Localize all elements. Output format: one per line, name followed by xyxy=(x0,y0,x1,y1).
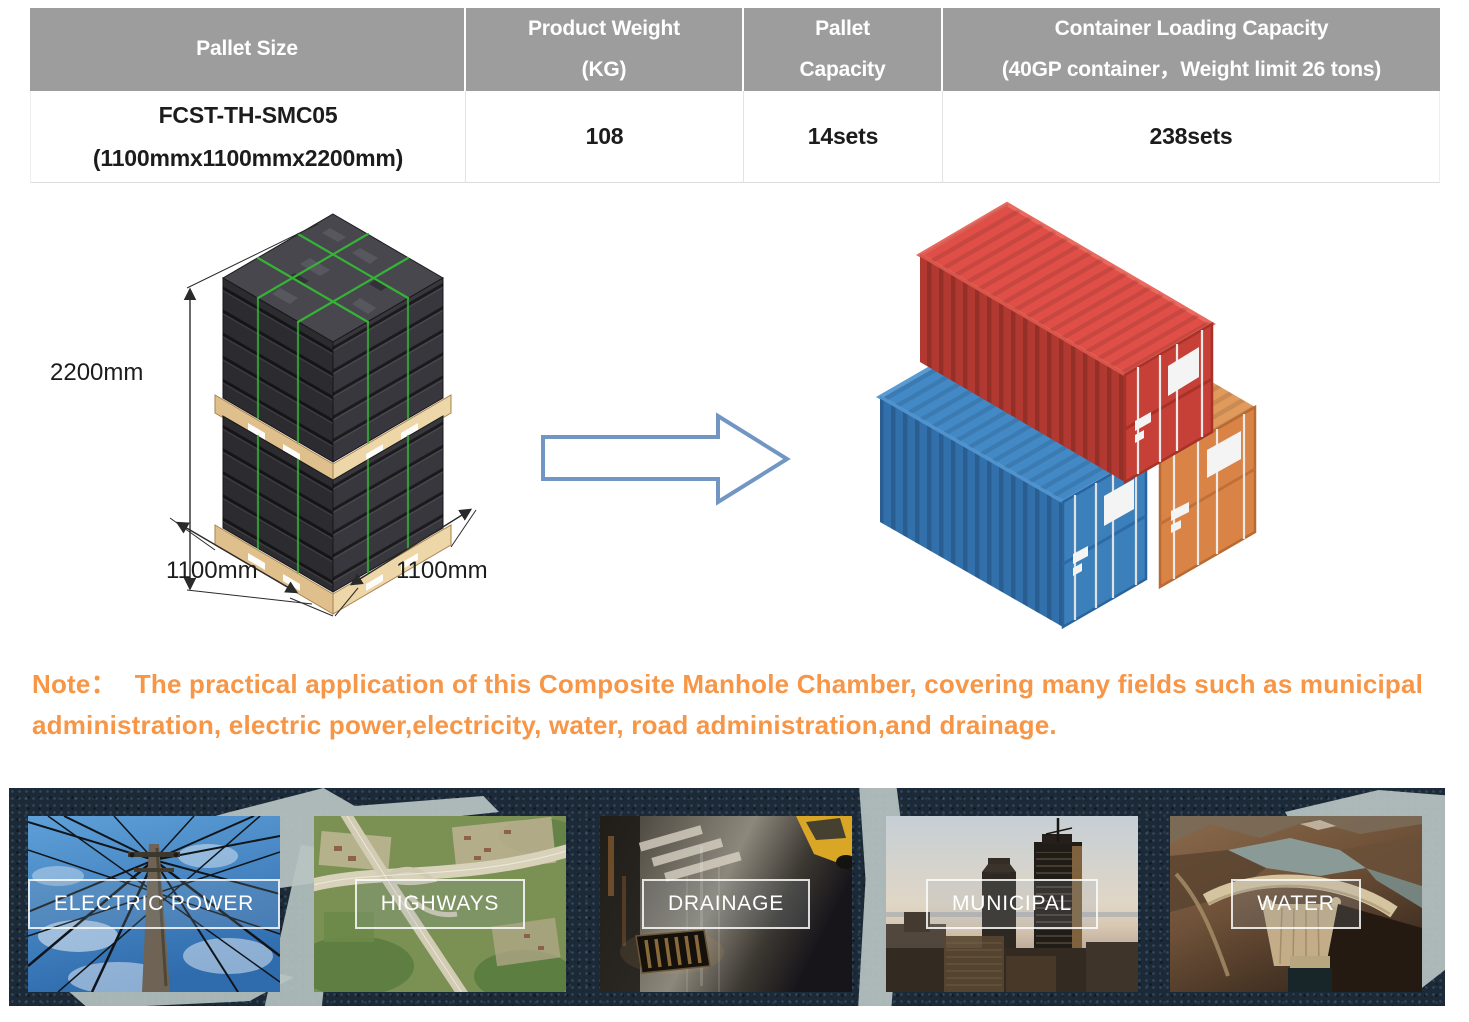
application-card-water: WATER xyxy=(1170,816,1422,992)
application-label-municipal: MUNICIPAL xyxy=(926,879,1098,929)
spec-table-data-row: FCST-TH-SMC05 (1100mmx1100mmx2200mm) 108… xyxy=(30,91,1440,183)
container-blue xyxy=(875,346,1151,630)
applications-strip: ELECTRIC POWER xyxy=(9,788,1445,1006)
dimension-lines xyxy=(169,223,477,617)
header-pallet-size-label: Pallet Size xyxy=(196,37,298,61)
header-pallet-size: Pallet Size xyxy=(30,8,466,91)
note-body: The practical application of this Compos… xyxy=(32,669,1424,741)
cell-product-weight: 108 xyxy=(466,91,744,183)
containers-illustration xyxy=(875,201,1257,630)
application-label-highways: HIGHWAYS xyxy=(354,879,526,929)
application-label-water: WATER xyxy=(1231,879,1361,929)
width-dimension-label: 1100mm xyxy=(166,557,258,584)
height-dimension-label: 2200mm xyxy=(50,359,143,386)
application-card-highways: HIGHWAYS xyxy=(314,816,566,992)
note-prefix: Note： xyxy=(32,669,117,699)
water-photo xyxy=(1170,816,1422,992)
cell-pallet-capacity: 14sets xyxy=(744,91,943,183)
pallet-stack-upper-block xyxy=(222,277,444,463)
municipal-photo xyxy=(886,816,1138,992)
middle-wood-pallet xyxy=(214,394,452,483)
drainage-photo xyxy=(600,816,852,992)
electric-power-photo xyxy=(28,816,280,992)
depth-dimension-label: 1100mm xyxy=(396,557,488,584)
application-label-drainage: DRAINAGE xyxy=(641,879,811,929)
header-container-capacity: Container Loading Capacity (40GP contain… xyxy=(943,8,1440,91)
header-product-weight: Product Weight (KG) xyxy=(466,8,744,91)
container-red xyxy=(916,201,1216,485)
application-card-electric-power: ELECTRIC POWER xyxy=(28,816,280,992)
application-label-electric-power: ELECTRIC POWER xyxy=(28,879,280,929)
right-arrow-icon xyxy=(541,412,791,506)
note-text: Note：The practical application of this C… xyxy=(32,664,1424,746)
spec-table-header-row: Pallet Size Product Weight (KG) Pallet C… xyxy=(30,8,1440,91)
pallet-stack-illustration: 2200mm 1100mm 1100mm xyxy=(50,213,488,617)
packing-spec-table: Pallet Size Product Weight (KG) Pallet C… xyxy=(30,8,1440,183)
application-card-municipal: MUNICIPAL xyxy=(886,816,1138,992)
header-pallet-capacity: Pallet Capacity xyxy=(744,8,943,91)
application-card-drainage: DRAINAGE xyxy=(600,816,852,992)
cell-pallet-size: FCST-TH-SMC05 (1100mmx1100mmx2200mm) xyxy=(30,91,466,183)
cell-container-capacity: 238sets xyxy=(943,91,1440,183)
